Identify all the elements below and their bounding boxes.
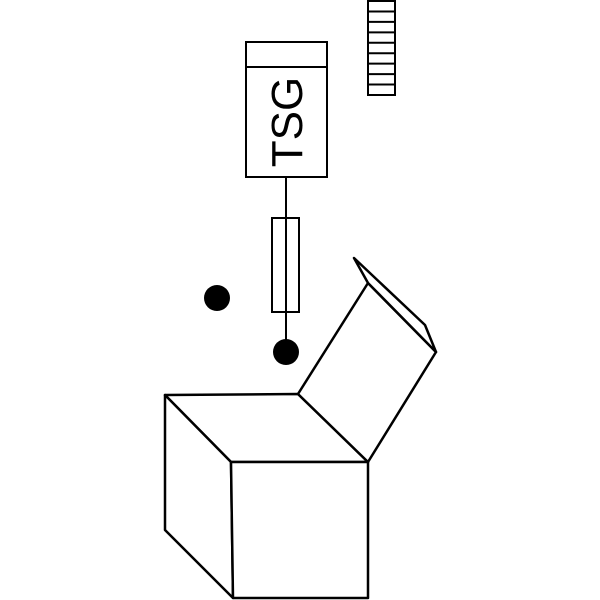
contact-dot-wire — [273, 339, 299, 365]
box-front-face — [229, 460, 370, 600]
tsg-device-body — [245, 41, 328, 178]
open-box — [163, 256, 438, 600]
segment-stack-frame — [367, 0, 396, 96]
box-lid-edge — [352, 256, 438, 354]
contact-dot-left — [204, 285, 230, 311]
tsg-device-label: TSG — [263, 77, 312, 167]
tsg-device: TSG — [245, 41, 328, 178]
segment-stack — [367, 0, 396, 96]
